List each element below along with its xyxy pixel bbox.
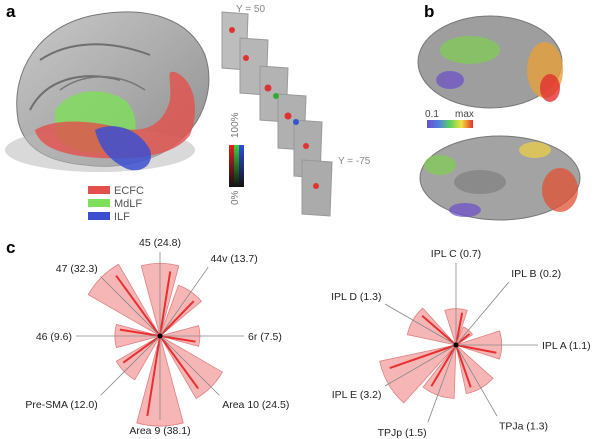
rose-right-ray — [389, 344, 457, 370]
rose-left-leader — [100, 335, 161, 396]
panel-b-colorbar: 0.1 max — [425, 109, 474, 128]
panel-a-slices: Y = 50 Y = -75 — [221, 4, 371, 217]
panel-a-colorbar: 100% 0% — [229, 112, 244, 205]
rose-right-label: IPL D (1.3) — [331, 291, 381, 303]
rose-left-ray — [159, 300, 195, 337]
rose-right-ray — [455, 344, 472, 388]
legend-label-ilf: ILF — [114, 211, 130, 223]
rose-left-label: Area 9 (38.1) — [129, 425, 190, 437]
slice-label-bottom: Y = -75 — [338, 156, 371, 167]
legend-swatch-ecfc — [88, 186, 110, 194]
rose-left-label: Area 10 (24.5) — [222, 399, 289, 411]
rose-left-label: 47 (32.3) — [56, 263, 98, 275]
ilf-tract — [95, 126, 151, 171]
rose-plot-left: 45 (24.8) 44v (13.7) 6r (7.5) Area 10 (24.5… — [25, 237, 289, 437]
panel-a-brain-render — [5, 11, 210, 172]
rose-left-ray — [159, 335, 199, 390]
legend-swatch-ilf — [88, 212, 110, 220]
legend-label-ecfc: ECFC — [114, 185, 144, 197]
rose-right-leader — [427, 344, 457, 423]
rose-left-label: 44v (13.7) — [210, 253, 257, 265]
rose-left-ray — [115, 275, 161, 337]
rose-right-leader — [455, 281, 510, 346]
colorbar-bottom-label: 0% — [230, 190, 241, 205]
b-colorbar-max: max — [455, 109, 474, 120]
panel-b-letter: b — [424, 2, 435, 21]
rose-right-label: TPJa (1.3) — [499, 420, 548, 432]
rose-left-ray — [122, 335, 161, 364]
rose-left-label: 46 (9.6) — [36, 331, 72, 343]
b-colorbar-min: 0.1 — [425, 109, 439, 120]
rose-plot-right: IPL C (0.7) IPL B (0.2) IPL A (1.1) TPJa (1… — [331, 248, 591, 439]
rose-left-label: Pre-SMA (12.0) — [25, 399, 97, 411]
rose-right-ray — [430, 344, 457, 387]
legend-label-mdlf: MdLF — [114, 198, 142, 210]
rose-right-label: IPL C (0.7) — [431, 248, 481, 260]
rose-right-ray — [421, 315, 457, 346]
rose-left-ray — [159, 335, 196, 343]
rose-left-leader — [159, 335, 220, 396]
rose-right-label: IPL A (1.1) — [542, 340, 591, 352]
rose-right-leader — [384, 344, 457, 387]
panel-b-lateral-surface — [417, 15, 563, 109]
rose-right-center — [453, 342, 459, 348]
rose-right-label: TPJp (1.5) — [378, 427, 427, 439]
rose-left-ray — [119, 328, 161, 337]
slice-label-top: Y = 50 — [236, 4, 265, 15]
colorbar-top-label: 100% — [230, 112, 241, 138]
ecfc-tract — [35, 71, 195, 159]
rose-left-ray — [146, 335, 161, 417]
panel-c-letter: c — [6, 238, 16, 257]
rose-right-label: IPL B (0.2) — [511, 268, 561, 280]
panel-a-legend: ECFC MdLF ILF — [88, 185, 144, 223]
rose-right-leader — [384, 303, 457, 346]
rose-left-leader — [100, 276, 161, 337]
rose-right-label: IPL E (3.2) — [332, 389, 382, 401]
rose-left-center — [157, 333, 163, 339]
rose-right-ray — [455, 344, 497, 354]
rose-left-ray — [159, 271, 172, 337]
rose-right-ray — [455, 333, 471, 346]
rose-left-label: 6r (7.5) — [248, 331, 282, 343]
panel-a-letter: a — [6, 2, 16, 21]
rose-left-label: 45 (24.8) — [139, 237, 181, 249]
rose-right-ray — [455, 312, 464, 346]
panel-b-medial-surface — [419, 135, 581, 221]
legend-swatch-mdlf — [88, 199, 110, 207]
rose-right-leader — [455, 344, 498, 417]
rose-left-leader — [159, 266, 209, 337]
